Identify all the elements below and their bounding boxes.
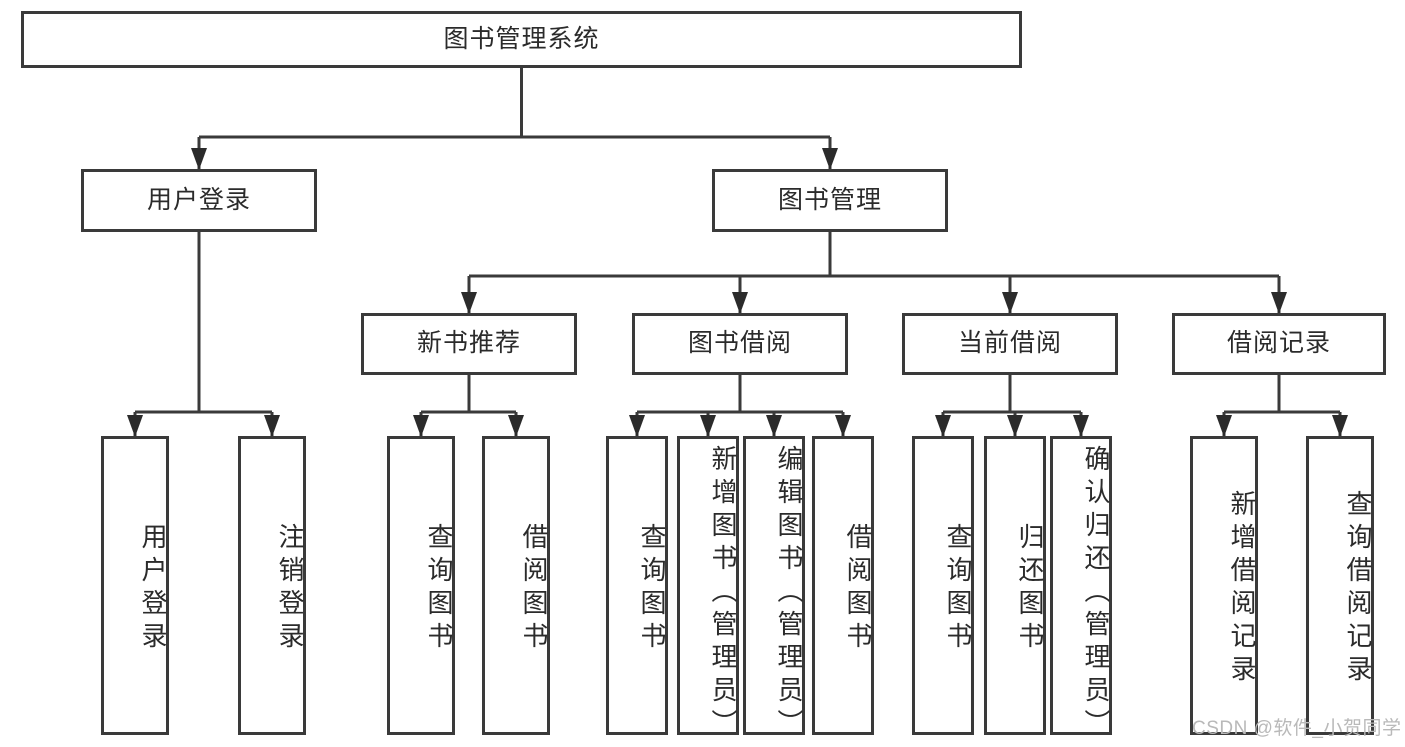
node-root-label: 图书管理系统: [443, 24, 600, 53]
node-leaf-query-borrow-record[interactable]: 查询借阅记录: [1306, 436, 1374, 735]
node-leaf-add-borrow-record-label: 新增借阅记录: [1227, 489, 1257, 688]
node-leaf-user-login-label: 用户登录: [138, 522, 168, 655]
node-leaf-query-book-1[interactable]: 查询图书: [387, 436, 455, 735]
node-leaf-return-book-label: 归还图书: [1015, 522, 1045, 655]
csdn-watermark: CSDN @软件_小贺同学: [1192, 718, 1402, 739]
node-leaf-borrow-book-2-label: 借阅图书: [843, 522, 873, 655]
node-borrow-record[interactable]: 借阅记录: [1172, 313, 1386, 375]
node-user-login-label: 用户登录: [146, 185, 251, 214]
node-leaf-confirm-return-admin[interactable]: 确认归还（管理员）: [1050, 436, 1112, 742]
node-new-book-recommend-label: 新书推荐: [416, 329, 521, 358]
node-leaf-borrow-book-2[interactable]: 借阅图书: [812, 436, 874, 735]
node-book-borrow[interactable]: 图书借阅: [632, 313, 848, 375]
node-leaf-query-borrow-record-label: 查询借阅记录: [1343, 489, 1373, 688]
node-leaf-query-book-3[interactable]: 查询图书: [912, 436, 974, 735]
node-leaf-edit-book-admin[interactable]: 编辑图书（管理员）: [743, 436, 805, 742]
node-root[interactable]: 图书管理系统: [21, 11, 1022, 68]
node-leaf-edit-book-admin-label: 编辑图书（管理员）: [774, 445, 804, 742]
node-leaf-return-book[interactable]: 归还图书: [984, 436, 1046, 735]
node-leaf-borrow-book-1[interactable]: 借阅图书: [482, 436, 550, 735]
node-leaf-borrow-book-1-label: 借阅图书: [519, 522, 549, 655]
node-current-borrow[interactable]: 当前借阅: [902, 313, 1118, 375]
node-new-book-recommend[interactable]: 新书推荐: [361, 313, 577, 375]
node-leaf-query-book-3-label: 查询图书: [943, 522, 973, 655]
node-book-manage-label: 图书管理: [777, 185, 882, 214]
node-current-borrow-label: 当前借阅: [957, 329, 1062, 358]
node-leaf-add-borrow-record[interactable]: 新增借阅记录: [1190, 436, 1258, 735]
node-leaf-add-book-admin-label: 新增图书（管理员）: [708, 445, 738, 742]
node-leaf-query-book-2-label: 查询图书: [637, 522, 667, 655]
node-leaf-user-login[interactable]: 用户登录: [101, 436, 169, 735]
node-user-login[interactable]: 用户登录: [81, 169, 317, 232]
node-book-borrow-label: 图书借阅: [687, 329, 792, 358]
node-leaf-query-book-2[interactable]: 查询图书: [606, 436, 668, 735]
node-leaf-user-logout[interactable]: 注销登录: [238, 436, 306, 735]
node-leaf-confirm-return-admin-label: 确认归还（管理员）: [1081, 445, 1111, 742]
node-leaf-user-logout-label: 注销登录: [275, 522, 305, 655]
node-borrow-record-label: 借阅记录: [1226, 329, 1331, 358]
node-leaf-query-book-1-label: 查询图书: [424, 522, 454, 655]
node-book-manage[interactable]: 图书管理: [712, 169, 948, 232]
node-leaf-add-book-admin[interactable]: 新增图书（管理员）: [677, 436, 739, 742]
